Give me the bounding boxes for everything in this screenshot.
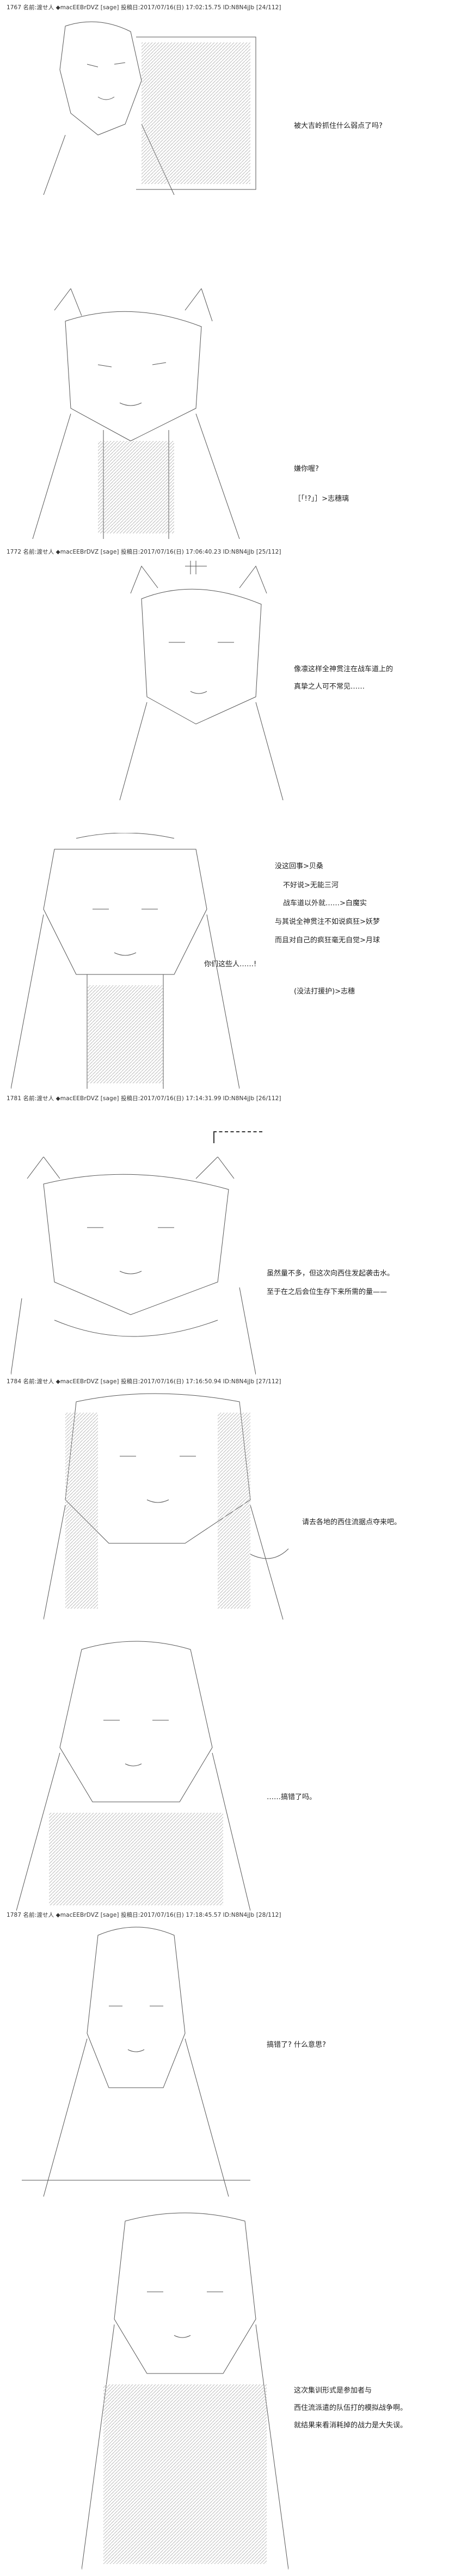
dialogue-line: ……搞错了吗。 (267, 1793, 317, 1801)
dialogue-line: ［「!?」］>志穗璃 (294, 495, 349, 503)
ascii-art-panel (44, 1391, 294, 1620)
dialogue-line: 你们这些人……! (204, 960, 257, 968)
ascii-art-panel (33, 15, 261, 195)
dialogue-line: 真挚之人可不常见…… (294, 683, 365, 691)
post-header: 1781 名前:渡せ人 ◆macEEBrDVZ [sage] 投稿日:2017/… (7, 1095, 281, 1102)
dialogue-line: 像凛这样全神贯注在战车道上的 (294, 665, 394, 673)
post-header: 1784 名前:渡せ人 ◆macEEBrDVZ [sage] 投稿日:2017/… (7, 1378, 281, 1385)
dialogue-line: (没法打援护)>志穗 (294, 988, 355, 996)
dialogue-line: 战车道以外就……>白魔实 (283, 899, 367, 907)
dialogue-line: 而且对自己的疯狂毫无自觉>月球 (275, 936, 380, 944)
ascii-art-panel (109, 561, 288, 800)
bracket-mark (213, 1131, 262, 1143)
ascii-art-panel (22, 289, 250, 539)
dialogue-line: 西住流派遣的队伍打的模拟战争啊。 (294, 2404, 408, 2412)
post-header: 1787 名前:渡せ人 ◆macEEBrDVZ [sage] 投稿日:2017/… (7, 1912, 281, 1918)
ascii-art-panel (16, 1639, 250, 1911)
post-header: 1772 名前:渡せ人 ◆macEEBrDVZ [sage] 投稿日:2017/… (7, 549, 281, 555)
ascii-art-panel (11, 833, 239, 1089)
ascii-art-panel (82, 2210, 288, 2569)
dialogue-line: 虽然量不多，但这次向西住发起袭击水。 (267, 1269, 395, 1278)
dialogue-line: 不好说>无能三河 (283, 881, 339, 890)
dialogue-line: 嫌你喔? (294, 465, 319, 473)
dialogue-line: 至于在之后会位生存下来所需的量—— (267, 1288, 388, 1296)
dialogue-line: 就结果来看消耗掉的战力是大失误。 (294, 2421, 408, 2430)
dialogue-line: 被大吉岭抓住什么弱点了吗? (294, 122, 383, 130)
dialogue-line: 请去各地的西住流据点夺来吧。 (302, 1518, 402, 1526)
dialogue-line: 与其说全神贯注不如说疯狂>妖梦 (275, 918, 380, 926)
dialogue-line: 搞错了? 什么意思? (267, 2041, 326, 2049)
ascii-art-panel (11, 1157, 256, 1375)
dialogue-line: 这次集训形式是参加者与 (294, 2387, 372, 2395)
ascii-art-panel (11, 1924, 261, 2197)
post-header: 1767 名前:渡せ人 ◆macEEBrDVZ [sage] 投稿日:2017/… (7, 4, 281, 11)
dialogue-line: 没这回事>贝桑 (275, 862, 323, 870)
